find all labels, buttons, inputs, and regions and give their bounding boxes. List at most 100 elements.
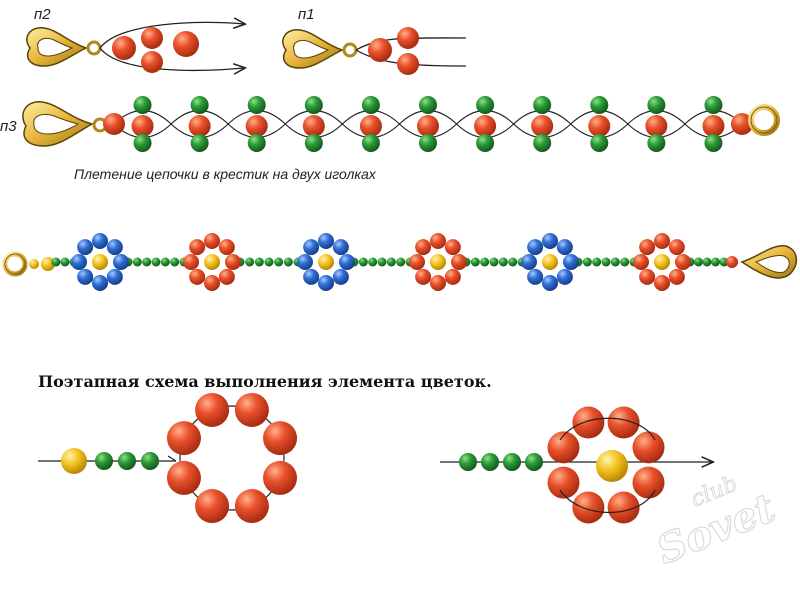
orange-bead [263, 460, 298, 495]
blue-bead [106, 268, 123, 285]
green-bead [190, 96, 209, 114]
orange-bead [195, 489, 230, 524]
orange-bead [204, 275, 220, 291]
orange-bead [234, 392, 269, 427]
orange-bead [632, 431, 665, 464]
blue-bead [527, 239, 544, 256]
green-bead [118, 452, 136, 470]
blue-bead [77, 239, 94, 256]
orange-bead [234, 489, 269, 524]
orange-bead [607, 406, 640, 439]
chain-caption: Плетение цепочки в крестик на двух иголк… [74, 166, 376, 182]
green-bead [470, 257, 480, 267]
blue-bead [303, 268, 320, 285]
green-bead [711, 257, 720, 267]
orange-bead [633, 254, 649, 270]
blue-bead [556, 239, 573, 256]
green-bead [702, 257, 712, 267]
blue-bead [542, 275, 558, 291]
flower-element [633, 233, 691, 291]
watermark-logo: club Sovet [650, 471, 783, 572]
green-bead [274, 257, 284, 267]
orange-bead [218, 268, 235, 285]
blue-bead [92, 275, 108, 291]
orange-bead [702, 115, 725, 137]
step3-label: п3 [0, 118, 17, 135]
blue-bead [318, 275, 334, 291]
green-bead [533, 96, 552, 114]
orange-bead [547, 466, 580, 499]
green-bead [592, 257, 602, 267]
orange-bead [645, 115, 668, 137]
orange-bead [131, 115, 154, 137]
green-bead [60, 257, 70, 267]
green-bead [459, 453, 477, 471]
green-bead [151, 257, 161, 267]
blue-bead [556, 268, 573, 285]
orange-bead [474, 115, 497, 137]
blue-bead [332, 239, 349, 256]
flower-scheme-step2 [440, 406, 712, 524]
orange-bead [166, 421, 201, 456]
orange-bead [415, 268, 432, 285]
flower-element [409, 233, 467, 291]
orange-bead [726, 256, 738, 268]
blue-bead [71, 254, 87, 270]
orange-bead [166, 460, 201, 495]
lobster-clasp-icon [282, 29, 358, 69]
green-bead [142, 257, 152, 267]
orange-bead [173, 31, 199, 57]
blue-bead [527, 268, 544, 285]
green-bead [476, 96, 495, 114]
green-bead [133, 134, 152, 152]
flower-scheme-step1 [38, 392, 298, 524]
green-bead [368, 257, 378, 267]
orange-bead [451, 254, 467, 270]
green-bead [361, 96, 380, 114]
orange-bead [397, 53, 419, 75]
green-bead [247, 96, 266, 114]
green-bead [647, 96, 666, 114]
orange-bead [572, 406, 605, 439]
orange-bead [639, 268, 656, 285]
green-bead [498, 257, 508, 267]
yellow-bead [318, 254, 334, 270]
flower-element [71, 233, 129, 291]
green-bead [264, 257, 274, 267]
step2-group [26, 22, 244, 73]
blue-bead [521, 254, 537, 270]
orange-bead [639, 239, 656, 256]
yellow-bead [41, 257, 55, 271]
green-bead [719, 257, 729, 267]
step1-label: п1 [298, 6, 315, 23]
green-bead [489, 257, 499, 267]
orange-bead [731, 113, 753, 135]
orange-bead [588, 115, 611, 137]
orange-bead [444, 268, 461, 285]
blue-bead [297, 254, 313, 270]
yellow-bead [430, 254, 446, 270]
yellow-bead [61, 448, 87, 474]
orange-bead [245, 115, 268, 137]
yellow-bead [654, 254, 670, 270]
orange-bead [668, 239, 685, 256]
yellow-bead [92, 254, 108, 270]
orange-bead [188, 115, 211, 137]
step3-chain [22, 96, 780, 152]
blue-bead [113, 254, 129, 270]
green-bead [620, 257, 630, 267]
orange-bead [302, 115, 325, 137]
orange-bead [675, 254, 691, 270]
orange-bead [632, 466, 665, 499]
blue-bead [303, 239, 320, 256]
green-bead [419, 96, 437, 114]
orange-bead [607, 491, 640, 524]
orange-bead [112, 36, 136, 60]
yellow-bead [204, 254, 220, 270]
orange-bead [430, 275, 446, 291]
green-bead [480, 257, 490, 267]
green-bead [304, 96, 323, 114]
orange-bead [531, 115, 554, 137]
green-bead [141, 452, 159, 470]
